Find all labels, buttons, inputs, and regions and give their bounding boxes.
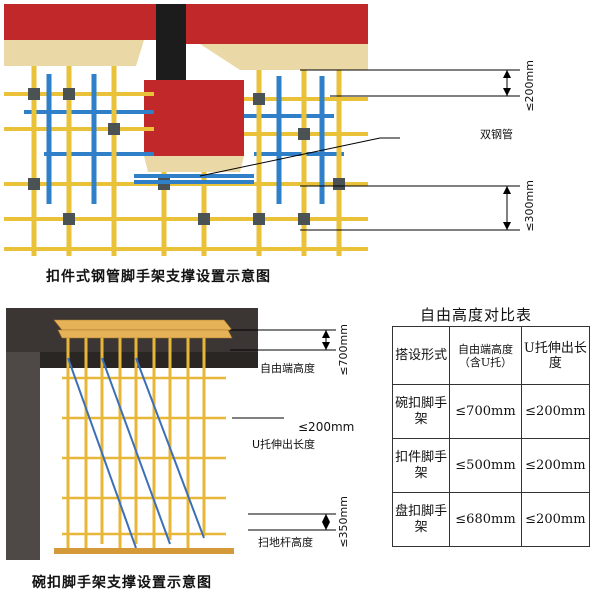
header-free-height: 自由端高度（含U托） xyxy=(449,326,522,385)
fig2-dimension-lines xyxy=(230,329,336,531)
table-row: 盘扣脚手架 ≤680mm ≤200mm xyxy=(391,492,591,547)
row-free: ≤500mm xyxy=(449,438,522,493)
fig1-illustration xyxy=(4,4,368,256)
header-u-length: U托伸出长度 xyxy=(520,326,591,385)
row-type: 盘扣脚手架 xyxy=(391,492,451,547)
fig2-caption: 碗扣脚手架支撑设置示意图 xyxy=(32,575,212,591)
dim-u-label: ≤200mm xyxy=(298,420,355,434)
table-header-row: 搭设形式 自由端高度（含U托） U托伸出长度 xyxy=(391,326,591,385)
comparison-table: 搭设形式 自由端高度（含U托） U托伸出长度 碗扣脚手架 ≤700mm ≤200… xyxy=(391,326,591,547)
row-u: ≤200mm xyxy=(520,492,591,547)
row-type: 扣件脚手架 xyxy=(391,438,451,493)
dim-free-height-label: ≤700mm xyxy=(337,324,350,376)
row-type: 碗扣脚手架 xyxy=(391,384,451,439)
u-extension-label: U托伸出长度 xyxy=(252,438,316,451)
dim-bottom-label: ≤300mm xyxy=(523,180,536,232)
sweep-height-label: 扫地杆高度 xyxy=(258,536,313,549)
fig2-illustration xyxy=(6,308,258,560)
dim-top-label: ≤200mm xyxy=(523,60,536,112)
table-row: 碗扣脚手架 ≤700mm ≤200mm xyxy=(391,384,591,439)
table-title: 自由高度对比表 xyxy=(420,306,533,324)
table-row: 扣件脚手架 ≤500mm ≤200mm xyxy=(391,438,591,493)
double-pipe-label: 双钢管 xyxy=(480,128,513,141)
free-height-label: 自由端高度 xyxy=(260,362,315,375)
fig1-caption: 扣件式钢管脚手架支撑设置示意图 xyxy=(46,269,271,285)
row-u: ≤200mm xyxy=(520,438,591,493)
fig1-dimension-lines xyxy=(199,69,520,231)
header-type: 搭设形式 xyxy=(391,326,451,385)
row-free: ≤700mm xyxy=(449,384,522,439)
dim-sweep-label: ≤350mm xyxy=(337,496,350,548)
row-u: ≤200mm xyxy=(520,384,591,439)
row-free: ≤680mm xyxy=(449,492,522,547)
